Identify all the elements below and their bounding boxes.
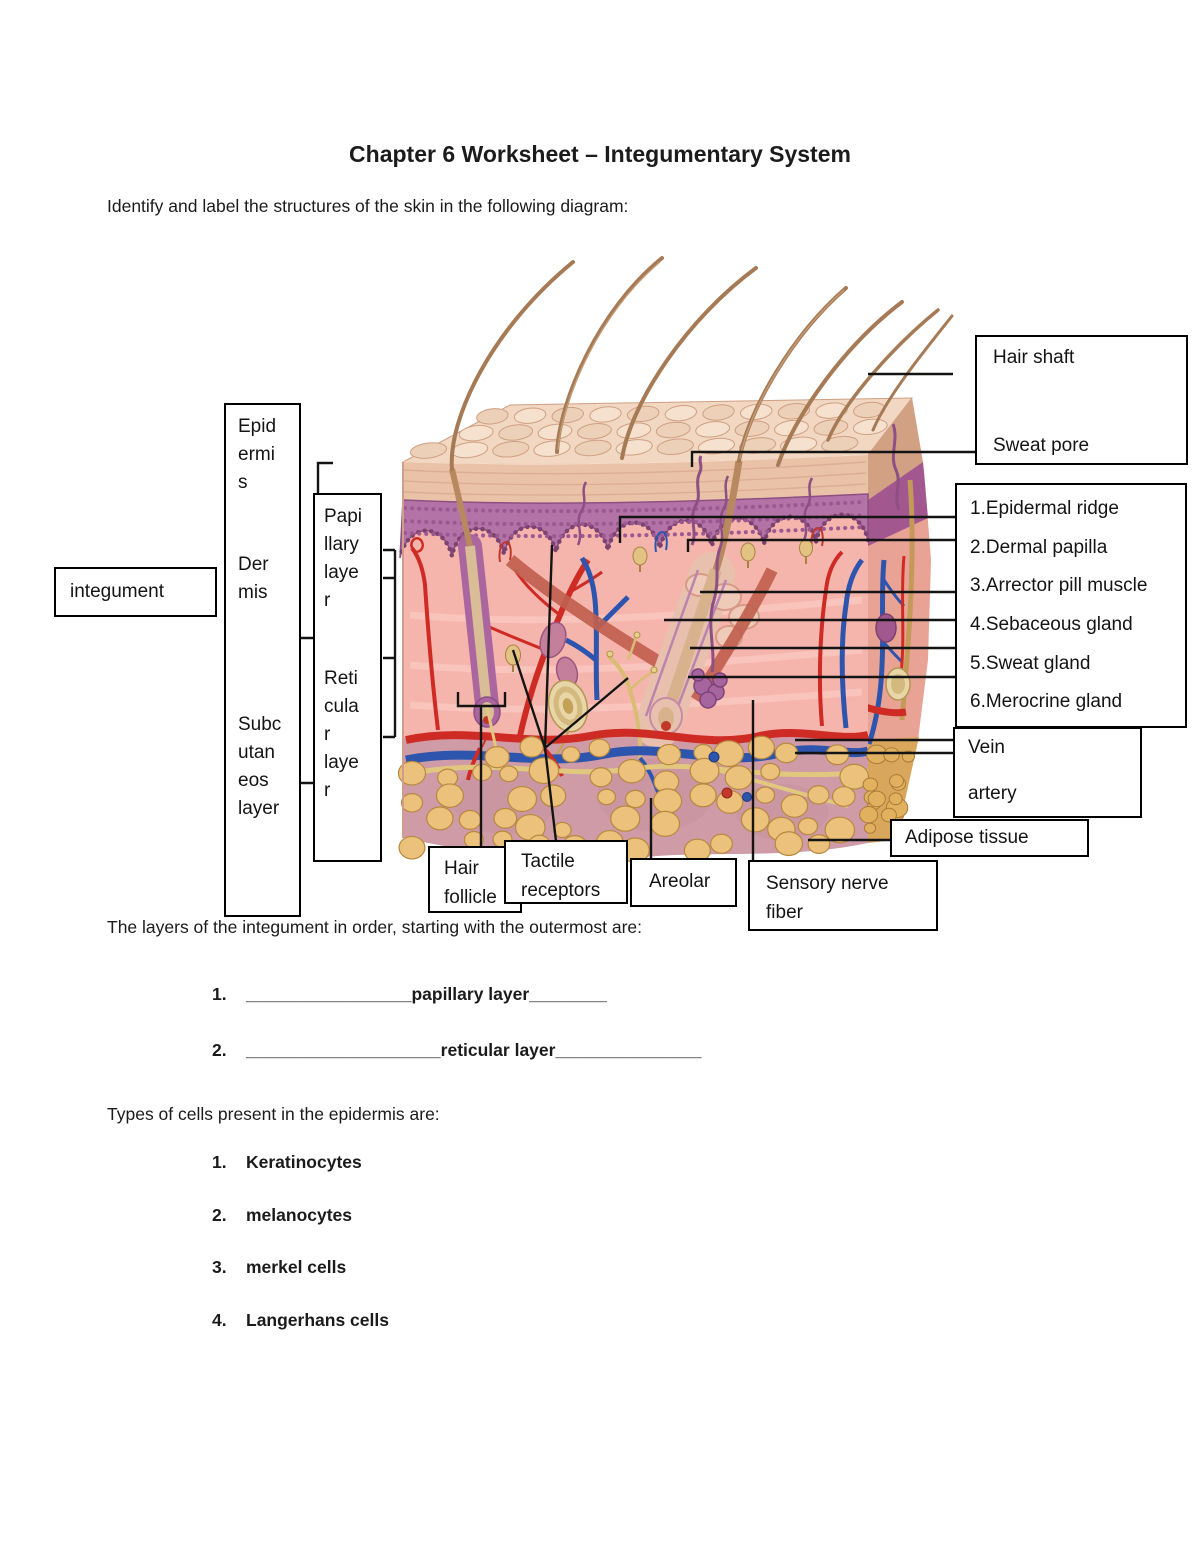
dermis-label: Der mis bbox=[238, 554, 269, 603]
label-box-tactile-receptors: Tactile receptors bbox=[504, 840, 628, 904]
lamellated-corpuscle bbox=[547, 679, 589, 733]
cell-type-4-number: 4. bbox=[212, 1310, 227, 1330]
cell-type-1-number: 1. bbox=[212, 1152, 227, 1172]
vein-label: Vein bbox=[968, 737, 1005, 758]
layers-answer-1-number: 1. bbox=[212, 984, 227, 1004]
page-title: Chapter 6 Worksheet – Integumentary Syst… bbox=[349, 141, 851, 167]
label-box-adipose-tissue: Adipose tissue bbox=[890, 819, 1089, 857]
cell-type-1-label: Keratinocytes bbox=[246, 1152, 362, 1172]
layers-answer-1-text: _________________papillary layer________ bbox=[246, 984, 608, 1004]
papilla-corpuscles bbox=[505, 539, 813, 672]
reticular-layer-label: Reti cula r laye r bbox=[324, 668, 359, 801]
cell-type-3-label: merkel cells bbox=[246, 1257, 347, 1277]
numbered-label-1: 1.Epidermal ridge bbox=[970, 498, 1119, 519]
cell-type-2-label: melanocytes bbox=[246, 1205, 353, 1225]
cell-type-3-number: 3. bbox=[212, 1257, 227, 1277]
adipose-label: Adipose tissue bbox=[905, 826, 1029, 848]
sweat-gland bbox=[691, 668, 728, 709]
areolar-label: Areolar bbox=[649, 871, 711, 893]
label-box-numbered-structures: 1.Epidermal ridge 2.Dermal papilla 3.Arr… bbox=[955, 483, 1187, 728]
label-box-sensory-nerve-fiber: Sensory nerve fiber bbox=[748, 860, 938, 931]
numbered-label-5: 5.Sweat gland bbox=[970, 652, 1091, 674]
subcutaneous-label: Subc utan eos layer bbox=[238, 714, 282, 819]
layers-answer-2-number: 2. bbox=[212, 1040, 227, 1060]
sweat-pore-label: Sweat pore bbox=[993, 435, 1090, 456]
leader-lines bbox=[301, 372, 975, 860]
label-box-vein-artery: Vein artery bbox=[953, 727, 1142, 818]
label-box-integument: integument bbox=[54, 567, 217, 617]
numbered-label-6: 6.Merocrine gland bbox=[970, 691, 1123, 713]
integument-label: integument bbox=[70, 580, 165, 602]
cell-type-2-number: 2. bbox=[212, 1205, 227, 1225]
epidermis-label: Epid ermi s bbox=[238, 416, 277, 493]
numbered-label-4: 4.Sebaceous gland bbox=[970, 614, 1133, 636]
papillary-layer-label: Papi llary laye r bbox=[324, 506, 363, 611]
numbered-label-2: 2.Dermal papilla bbox=[970, 536, 1108, 558]
numbered-label-3: 3.Arrector pill muscle bbox=[970, 575, 1148, 597]
layers-prompt: The layers of the integument in order, s… bbox=[107, 917, 642, 937]
label-box-dermis-sublayers: Papi llary laye r Reti cula r laye r bbox=[313, 493, 382, 862]
cells-prompt: Types of cells present in the epidermis … bbox=[107, 1104, 440, 1124]
skin-block bbox=[397, 256, 954, 863]
cell-type-4-label: Langerhans cells bbox=[246, 1310, 389, 1330]
label-box-skin-layers: Epid ermi s Der mis Subc utan eos layer bbox=[224, 403, 301, 917]
hair-shaft-label: Hair shaft bbox=[993, 347, 1075, 368]
label-box-hair-shaft-sweat-pore: Hair shaft Sweat pore bbox=[975, 335, 1188, 465]
artery-label: artery bbox=[968, 783, 1017, 804]
sebaceous-gland bbox=[685, 573, 760, 649]
label-box-areolar: Areolar bbox=[630, 858, 737, 907]
intro-text: Identify and label the structures of the… bbox=[107, 196, 629, 216]
hair-shafts bbox=[449, 256, 954, 471]
layers-answer-2-text: ____________________reticular layer_____… bbox=[246, 1040, 702, 1060]
